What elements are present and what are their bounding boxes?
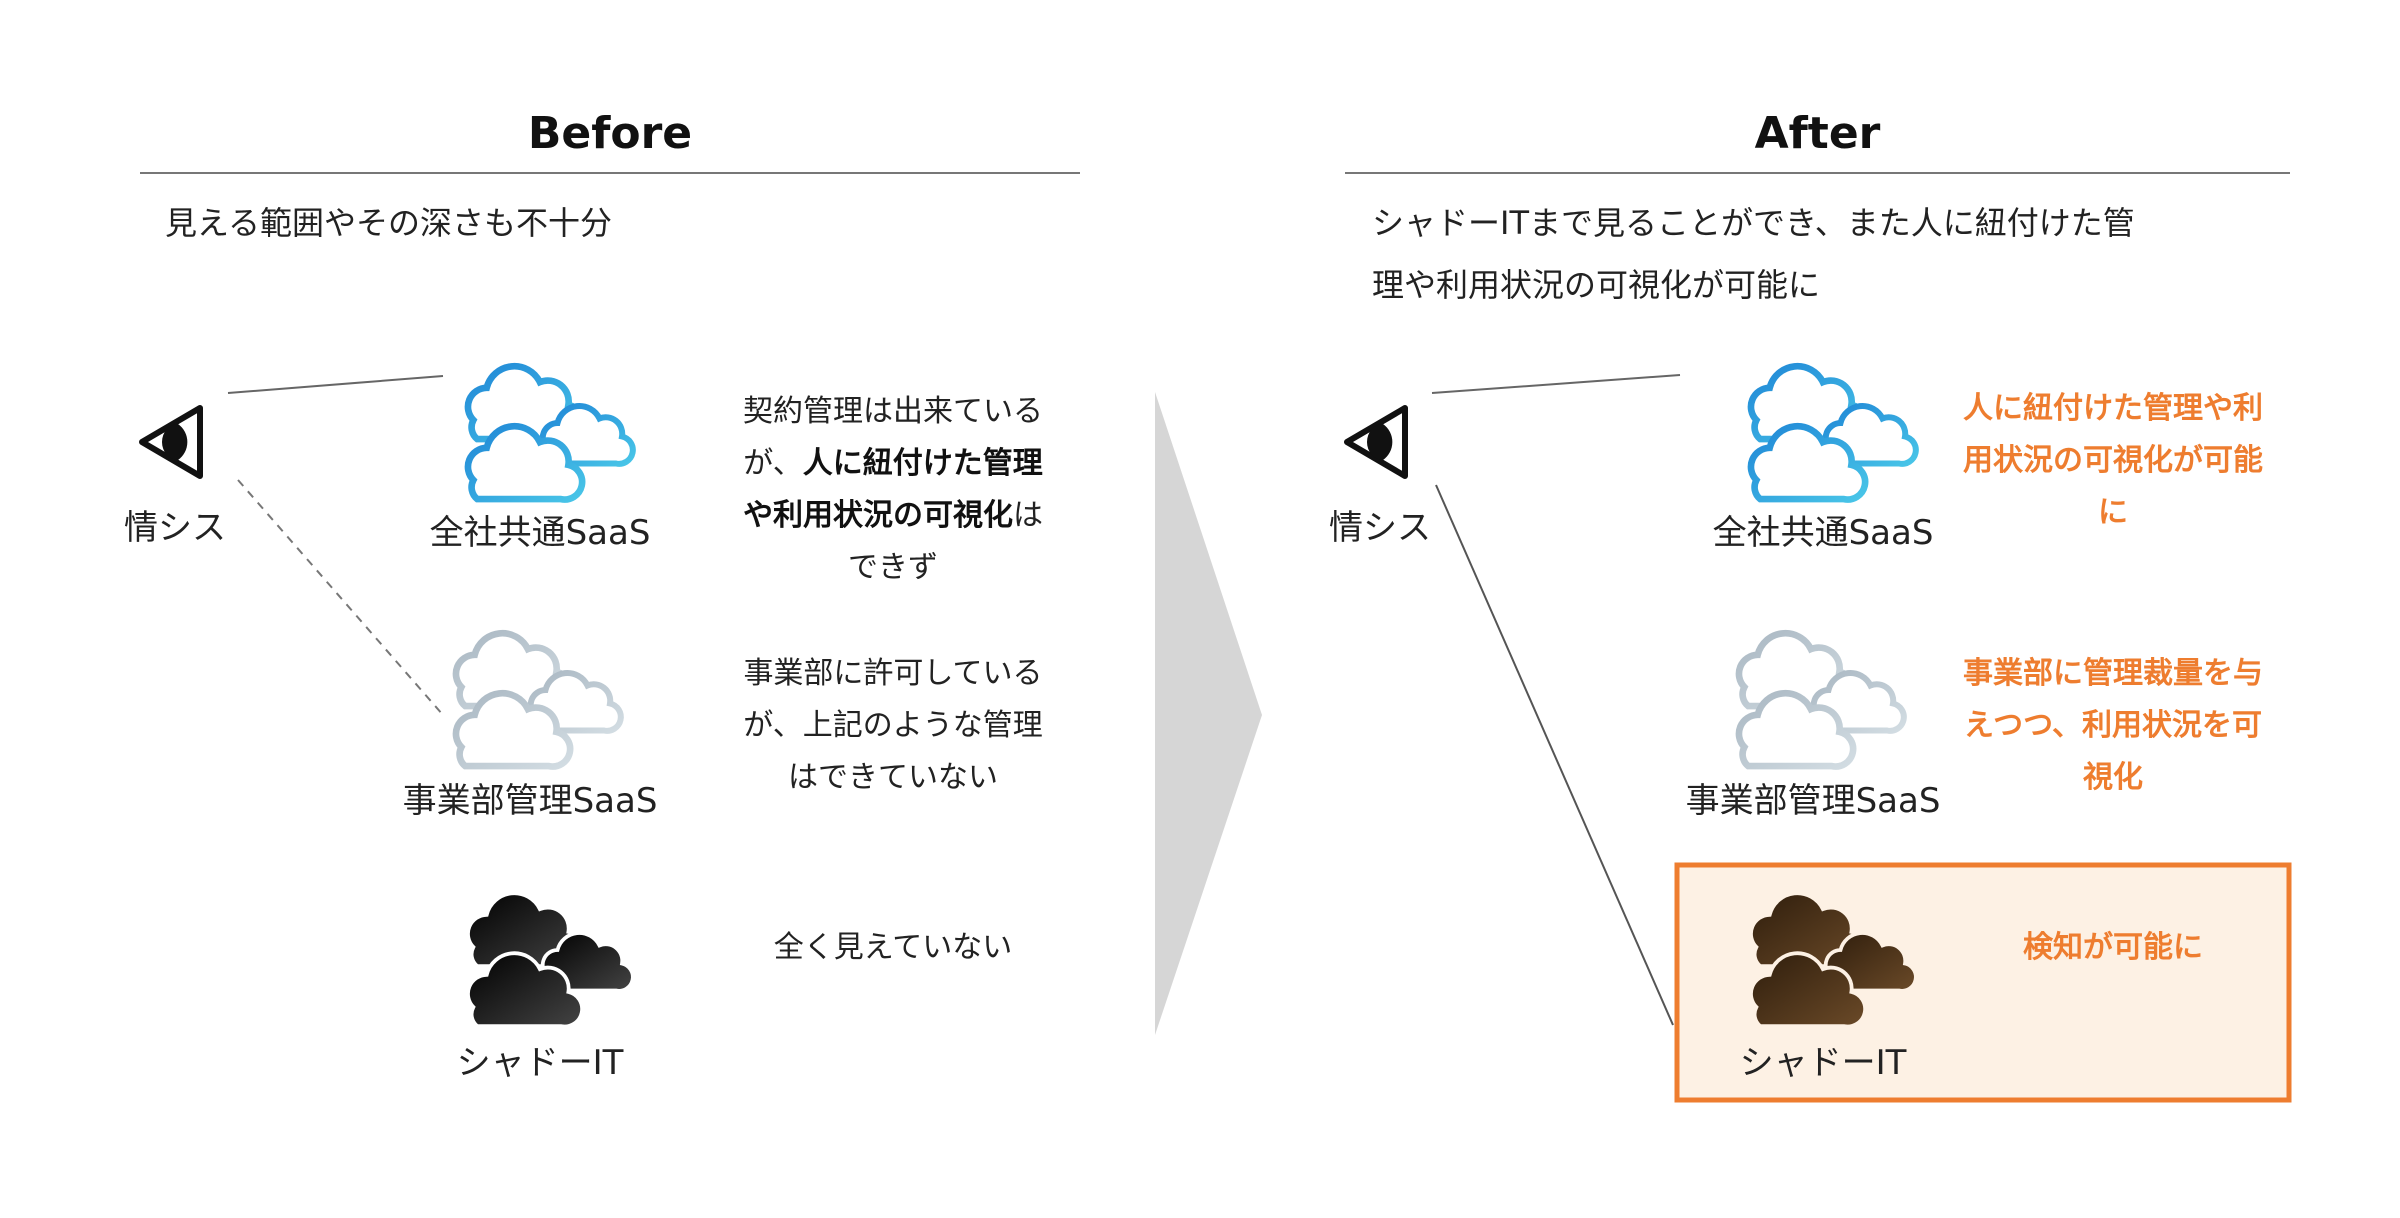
after-dept-description: 事業部に管理裁量を与えつつ、利用状況を可視化: [1963, 656, 2263, 795]
before-subtitle: 見える範囲やその深さも不十分: [165, 204, 613, 242]
before-shadow-label: シャドーIT: [456, 1043, 624, 1083]
before-saas-cloud-icon: [468, 366, 633, 499]
after-line-top: [1431, 374, 1681, 394]
before-shadow-cloud-icon: [466, 891, 635, 1029]
after-dept-label: 事業部管理SaaS: [1685, 781, 1941, 821]
after-shadow-label: シャドーIT: [1739, 1043, 1907, 1083]
after-saas-label: 全社共通SaaS: [1712, 513, 1934, 553]
before-line-top: [227, 375, 444, 394]
after-observer-label: 情シス: [1329, 508, 1431, 548]
after-subtitle-line2: 理や利用状況の可視化が可能に: [1372, 266, 1821, 304]
before-eye-icon: [139, 405, 203, 479]
before-dept-description: 事業部に許可しているが、上記のような管理はできていない: [743, 656, 1043, 795]
after-subtitle: シャドーITまで見ることができ、また人に紐付けた管 理や利用状況の可視化が可能に: [1372, 192, 2282, 316]
before-saas-desc-post: はできず: [848, 498, 1043, 585]
before-divider: [140, 172, 1080, 174]
before-saas-desc-pre: 契約管理は出来ているが、: [743, 394, 1043, 481]
after-eye-icon: [1344, 405, 1408, 479]
after-saas-description: 人に紐付けた管理や利用状況の可視化が可能に: [1963, 391, 2263, 530]
before-saas-description: 契約管理は出来ているが、人に紐付けた管理や利用状況の可視化はできず: [738, 386, 1048, 594]
after-saas-cloud-icon: [1751, 366, 1916, 499]
before-saas-label: 全社共通SaaS: [429, 513, 651, 553]
before-shadow-description: 全く見えていない: [773, 930, 1013, 965]
before-title: Before: [527, 108, 693, 159]
after-dept-cloud-icon: [1739, 633, 1904, 766]
after-title: After: [1754, 108, 1881, 159]
before-dept-label: 事業部管理SaaS: [402, 781, 658, 821]
after-subtitle-line1: シャドーITまで見ることができ、また人に紐付けた管: [1372, 204, 2135, 242]
after-line-shadow: [1435, 484, 1674, 1026]
before-observer-label: 情シス: [124, 508, 226, 548]
before-dept-cloud-icon: [456, 633, 621, 766]
before-line-dashed: [237, 479, 444, 716]
before-saas-desc-bold: 人に紐付けた管理や利用状況の可視化: [743, 446, 1043, 533]
after-shadow-description: 検知が可能に: [2023, 930, 2203, 965]
transition-arrow: [1155, 392, 1262, 1035]
after-divider: [1345, 172, 2290, 174]
